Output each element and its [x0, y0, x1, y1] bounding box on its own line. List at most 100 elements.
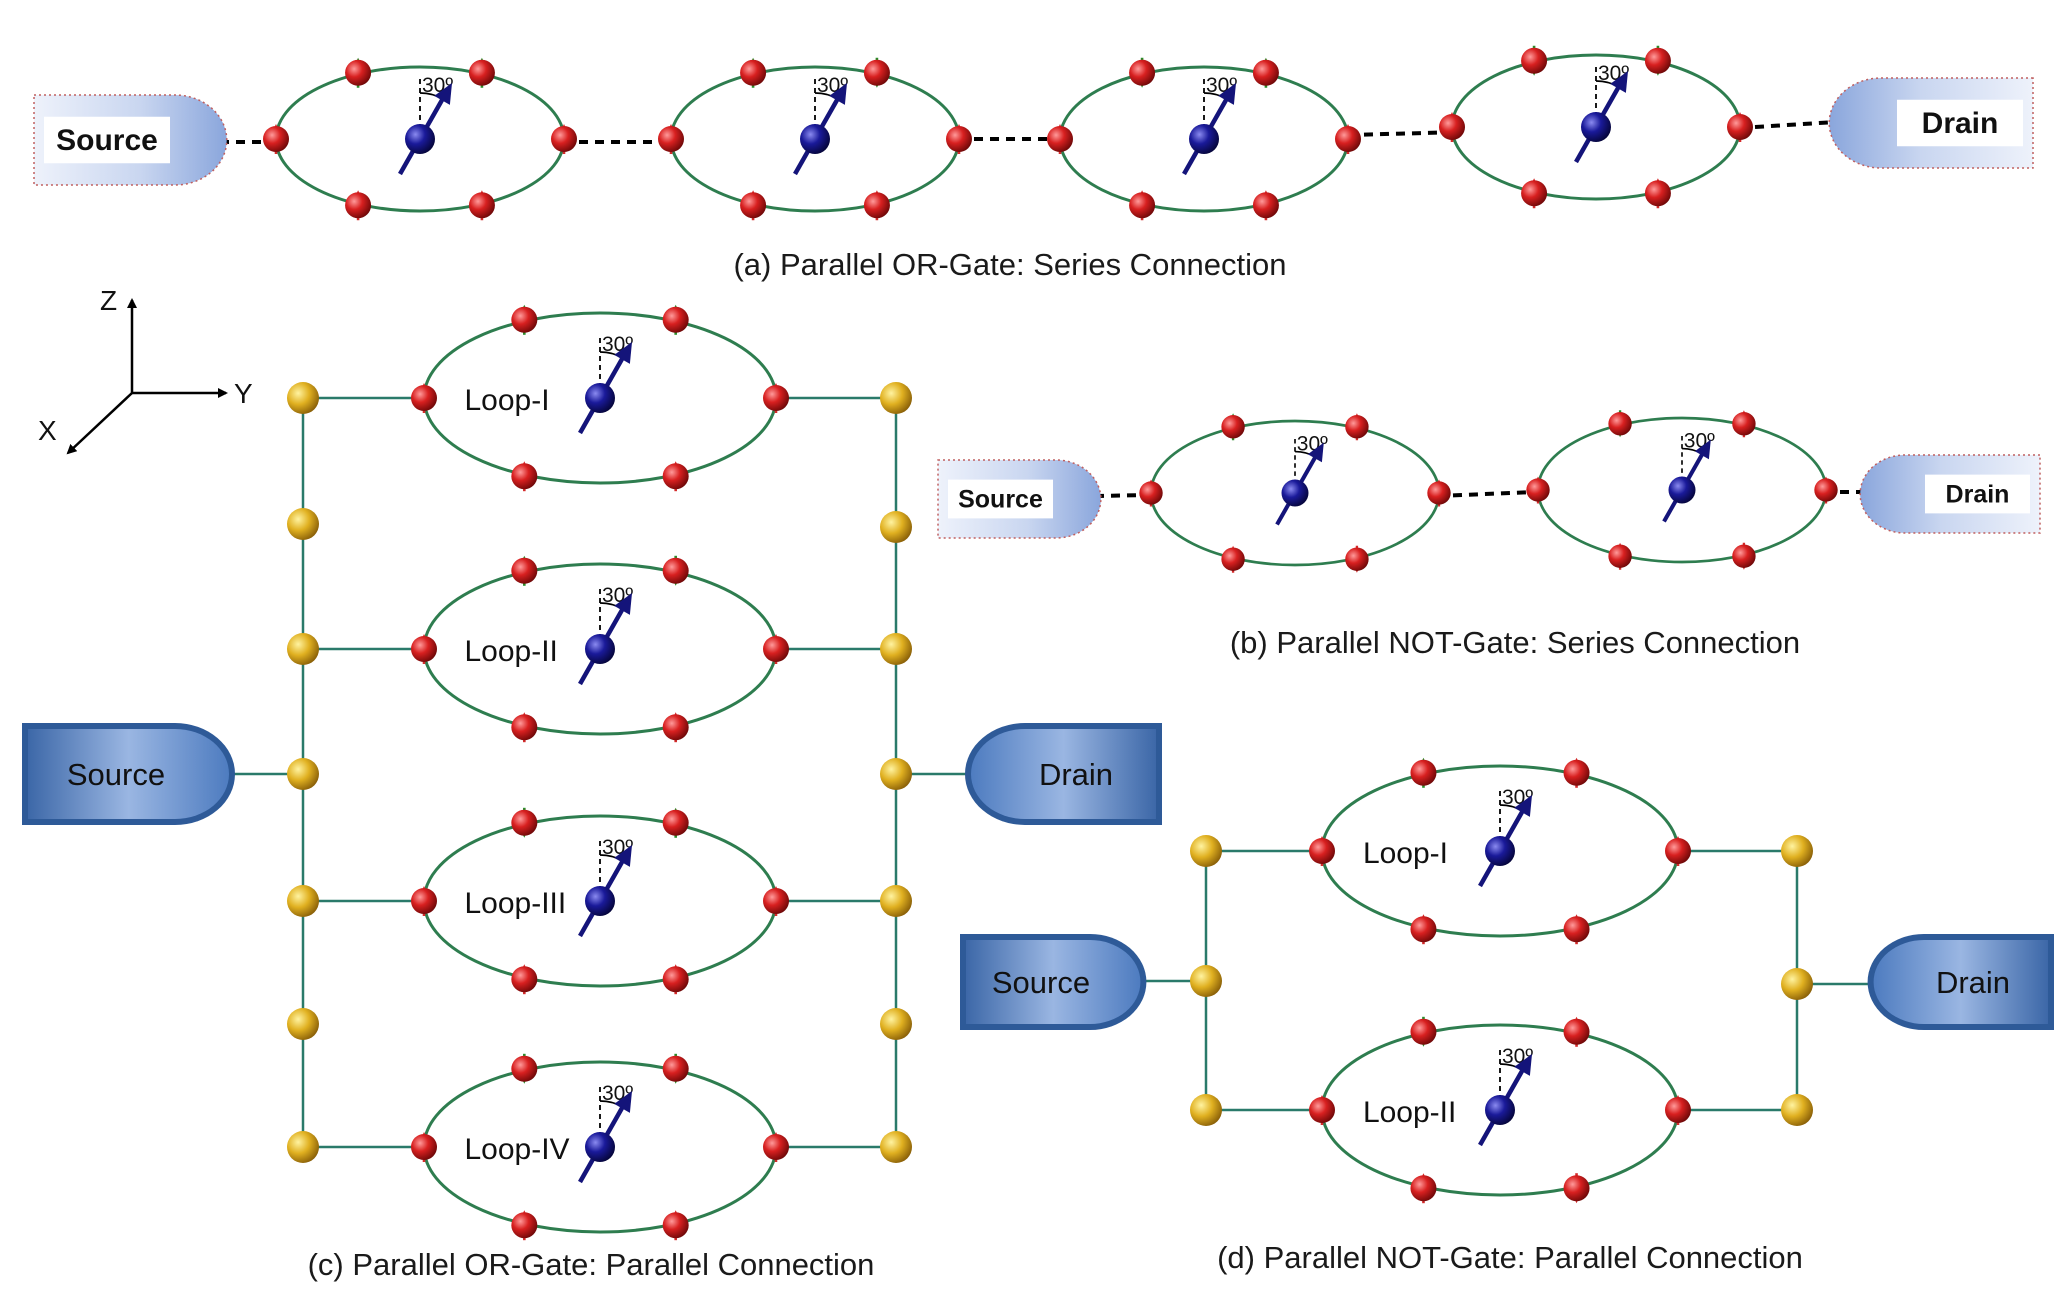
lattice-site	[1644, 180, 1671, 207]
lattice-site	[468, 192, 495, 219]
lattice-site	[511, 1055, 538, 1082]
magnetic-impurity	[585, 383, 615, 413]
impurity-arrow-head	[614, 1091, 632, 1113]
lead-label: Drain	[1922, 107, 1999, 140]
magnetic-impurity	[1485, 836, 1515, 866]
lead-label: Source	[992, 965, 1090, 1000]
lattice-site	[1439, 114, 1465, 140]
lattice-site	[345, 192, 372, 219]
junction-site	[880, 633, 912, 665]
dashed-coupling	[1436, 490, 1536, 498]
junction-site	[287, 1008, 319, 1040]
axes-indicator: Z Y X	[38, 285, 253, 455]
junction-site	[880, 758, 912, 790]
lattice-site	[1129, 59, 1156, 86]
lattice-site	[1521, 47, 1548, 74]
lattice-site	[662, 1055, 689, 1082]
lattice-site	[468, 59, 495, 86]
impurity-arrow-head	[1514, 795, 1532, 817]
lattice-site	[1221, 415, 1245, 439]
junction-site	[1781, 835, 1813, 867]
junction-site	[287, 758, 319, 790]
loop-label: Loop-III	[464, 887, 566, 920]
lattice-site	[662, 809, 689, 836]
lead-label-box	[1897, 99, 2023, 147]
lattice-site	[1814, 478, 1838, 502]
lattice-site	[662, 714, 689, 741]
lead-label: Source	[67, 757, 165, 792]
magnetic-impurity	[800, 124, 830, 154]
junction-site	[287, 1131, 319, 1163]
caption-c: (c) Parallel OR-Gate: Parallel Connectio…	[308, 1247, 875, 1282]
lattice-site	[1345, 547, 1369, 571]
lead-label: Drain	[1936, 965, 2010, 1000]
junction-site	[880, 885, 912, 917]
lead-label-box	[948, 479, 1053, 519]
lead-label: Source	[56, 124, 158, 157]
magnetic-impurity	[585, 886, 615, 916]
axis-z-label: Z	[100, 285, 117, 316]
impurity-arrow-head	[614, 593, 632, 615]
lattice-site	[1129, 192, 1156, 219]
impurity-arrow-head	[1694, 439, 1711, 460]
lattice-site	[1521, 180, 1548, 207]
lattice-site	[1608, 544, 1632, 568]
junction-site	[1190, 965, 1222, 997]
lattice-site	[1410, 1018, 1437, 1045]
lattice-site	[863, 59, 890, 86]
ring-loop: 30º	[1526, 410, 1838, 570]
caption-b: (b) Parallel NOT-Gate: Series Connection	[1230, 625, 1800, 660]
caption-a: (a) Parallel OR-Gate: Series Connection	[733, 247, 1286, 282]
lattice-site	[658, 126, 684, 152]
lattice-site	[411, 636, 437, 662]
lattice-site	[1335, 126, 1361, 152]
magnetic-impurity	[1281, 479, 1309, 507]
axis-x-label: X	[38, 415, 57, 446]
lattice-site	[511, 809, 538, 836]
lattice-site	[1732, 544, 1756, 568]
caption-d: (d) Parallel NOT-Gate: Parallel Connecti…	[1217, 1240, 1803, 1275]
loop-label: Loop-II	[1363, 1096, 1456, 1129]
magnetic-impurity	[1189, 124, 1219, 154]
lattice-site	[1252, 192, 1279, 219]
lattice-site	[511, 1212, 538, 1239]
lattice-site	[662, 1212, 689, 1239]
impurity-arrow-head	[434, 83, 452, 105]
ring-loop: 30º	[1439, 45, 1753, 209]
lattice-site	[511, 463, 538, 490]
lattice-site	[1410, 1175, 1437, 1202]
magnetic-impurity	[1668, 476, 1696, 504]
drain-lead-d: Drain	[1867, 934, 2054, 1030]
lattice-site	[1563, 1018, 1590, 1045]
axis-y-label: Y	[234, 378, 253, 409]
ring-loop: 30º	[263, 57, 577, 221]
impurity-arrow-head	[1610, 71, 1628, 93]
lattice-site	[1732, 412, 1756, 436]
loop-label: Loop-I	[464, 384, 549, 417]
source-lead-a: Source	[33, 94, 228, 186]
lattice-site	[763, 1134, 789, 1160]
magnetic-impurity	[1581, 112, 1611, 142]
lattice-site	[1563, 916, 1590, 943]
lead-label-box	[44, 116, 170, 164]
magnetic-impurity	[585, 1132, 615, 1162]
dashed-coupling	[1347, 130, 1463, 137]
lattice-site	[1252, 59, 1279, 86]
lattice-site	[511, 557, 538, 584]
lattice-site	[1410, 916, 1437, 943]
lattice-site	[511, 966, 538, 993]
junction-site	[1781, 968, 1813, 1000]
lattice-site	[763, 888, 789, 914]
lattice-site	[511, 714, 538, 741]
lattice-site	[1427, 481, 1451, 505]
lattice-site	[946, 126, 972, 152]
impurity-arrow-head	[829, 83, 847, 105]
lead-label: Source	[958, 486, 1043, 514]
junction-site	[287, 633, 319, 665]
junction-site	[880, 511, 912, 543]
